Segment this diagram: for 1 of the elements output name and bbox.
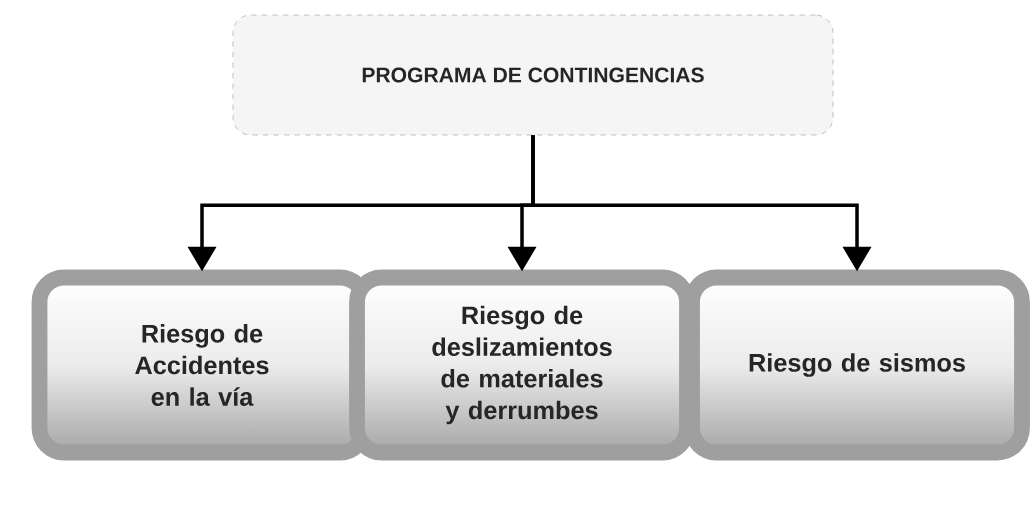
title-box: PROGRAMA DE CONTINGENCIAS (232, 14, 834, 136)
